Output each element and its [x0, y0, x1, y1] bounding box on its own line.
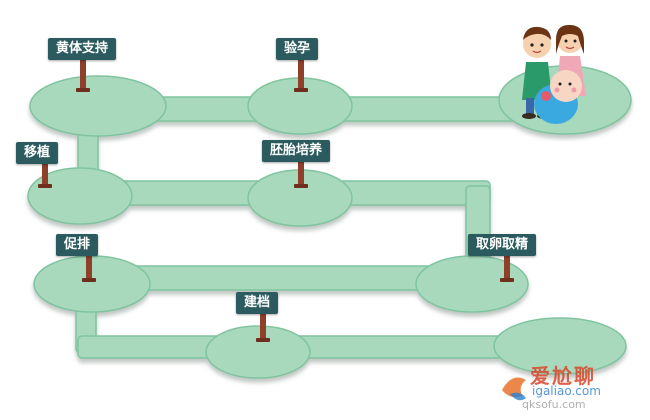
step-sign-ovulation-induction: 促排	[56, 234, 99, 256]
signpost-pole	[86, 254, 92, 280]
family-illustration	[522, 24, 586, 124]
step-sign-registration: 建档	[236, 292, 279, 314]
step-sign-transfer: 移植	[16, 142, 59, 164]
step-sign-luteal-support: 黄体支持	[48, 38, 117, 60]
signpost-base	[294, 184, 308, 188]
step-sign-pregnancy-test: 验孕	[276, 38, 319, 60]
signpost-pole	[298, 160, 304, 186]
step-sign-embryo-culture: 胚胎培养	[262, 140, 331, 162]
watermark-url: igaliao.com	[532, 384, 601, 398]
signpost-pole	[504, 254, 510, 280]
signpost-pole	[298, 58, 304, 90]
signpost-base	[256, 338, 270, 342]
signpost-base	[38, 184, 52, 188]
signpost-base	[294, 88, 308, 92]
watermark-url-secondary: qksofu.com	[522, 398, 586, 411]
baby-figure	[534, 70, 582, 124]
watermark-brand: 爱尬聊	[530, 364, 596, 388]
step-sign-egg-sperm-retrieval: 取卵取精	[468, 234, 537, 256]
signpost-base	[82, 278, 96, 282]
watermark-mark	[502, 377, 526, 401]
winding-path	[27, 65, 632, 379]
signpost-base	[76, 88, 90, 92]
signpost-base	[500, 278, 514, 282]
signpost-pole	[42, 162, 48, 186]
signpost-pole	[260, 312, 266, 340]
signpost-pole	[80, 58, 86, 90]
watermark-logo: 爱尬聊 igaliao.com qksofu.com	[496, 360, 646, 412]
